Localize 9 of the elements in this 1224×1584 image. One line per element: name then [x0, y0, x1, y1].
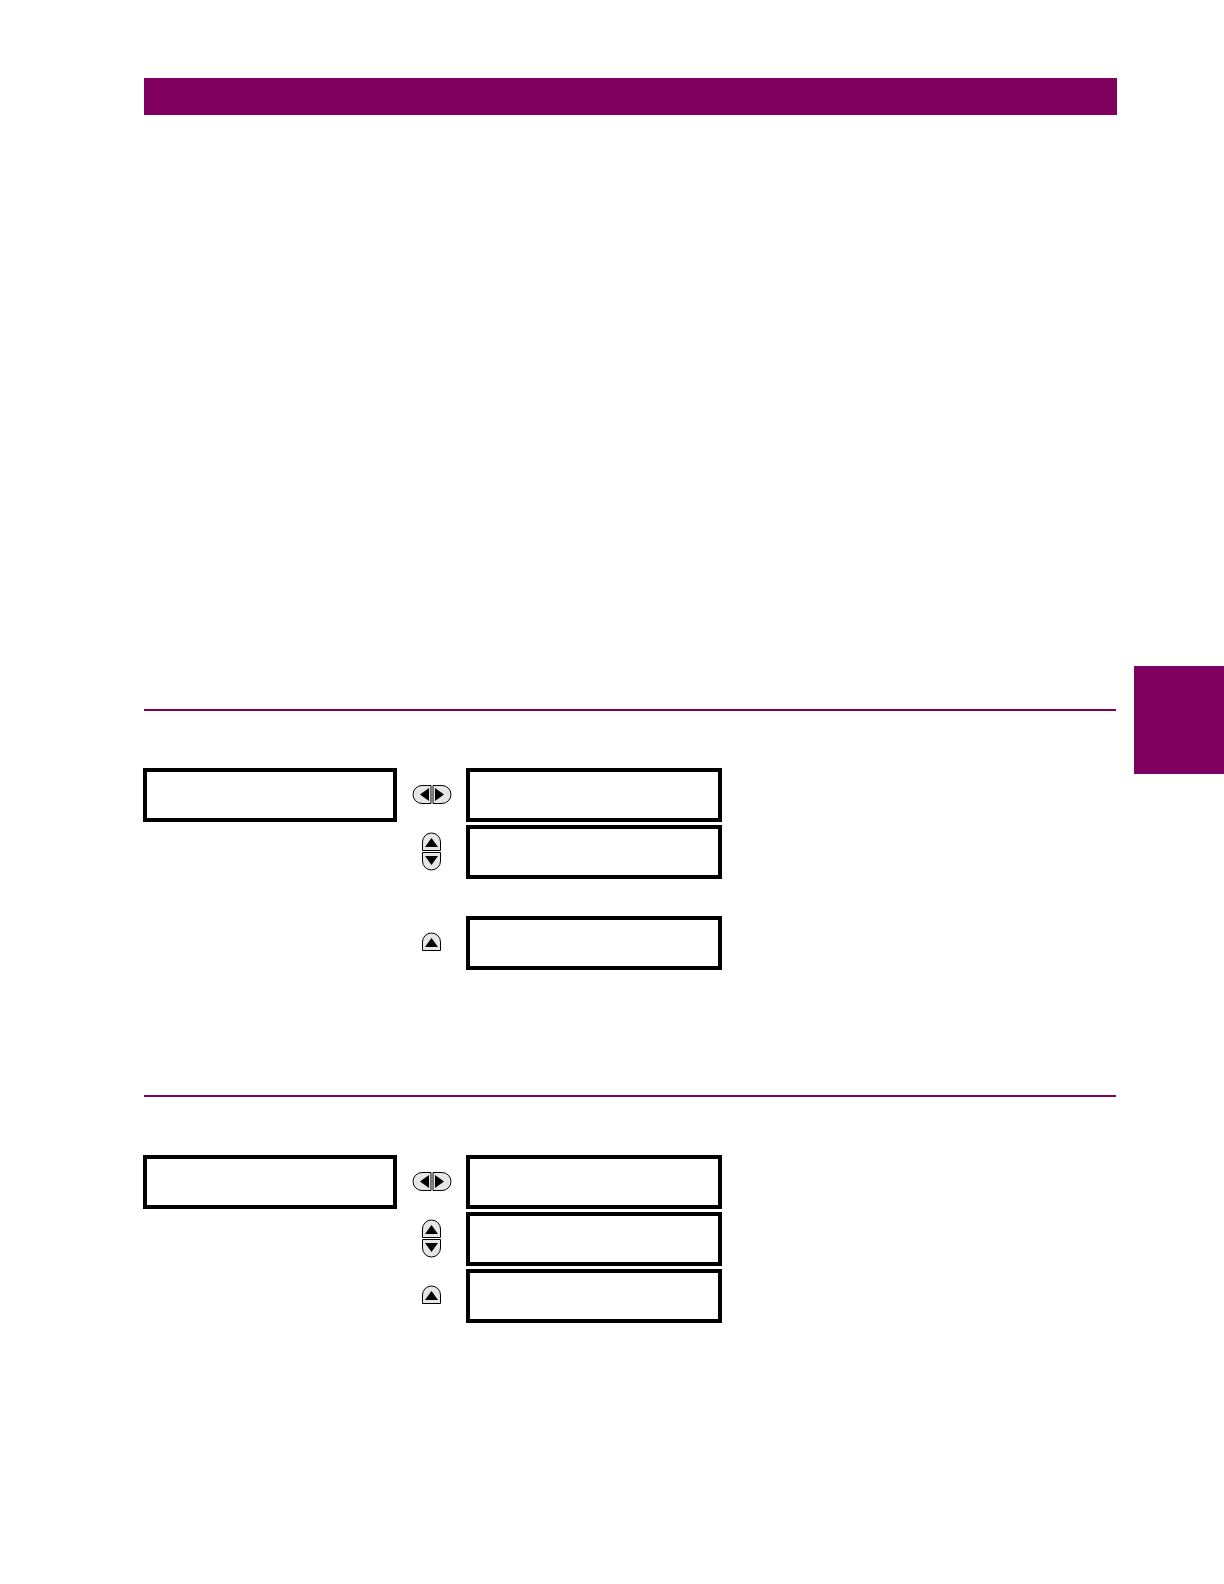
display-box — [466, 1155, 722, 1209]
display-box — [466, 916, 722, 970]
display-box — [466, 768, 722, 822]
display-box — [466, 825, 722, 879]
display-box — [466, 1269, 722, 1323]
display-box — [143, 1155, 397, 1209]
display-box — [466, 1212, 722, 1266]
display-box — [143, 768, 397, 822]
side-tab — [1134, 666, 1224, 774]
